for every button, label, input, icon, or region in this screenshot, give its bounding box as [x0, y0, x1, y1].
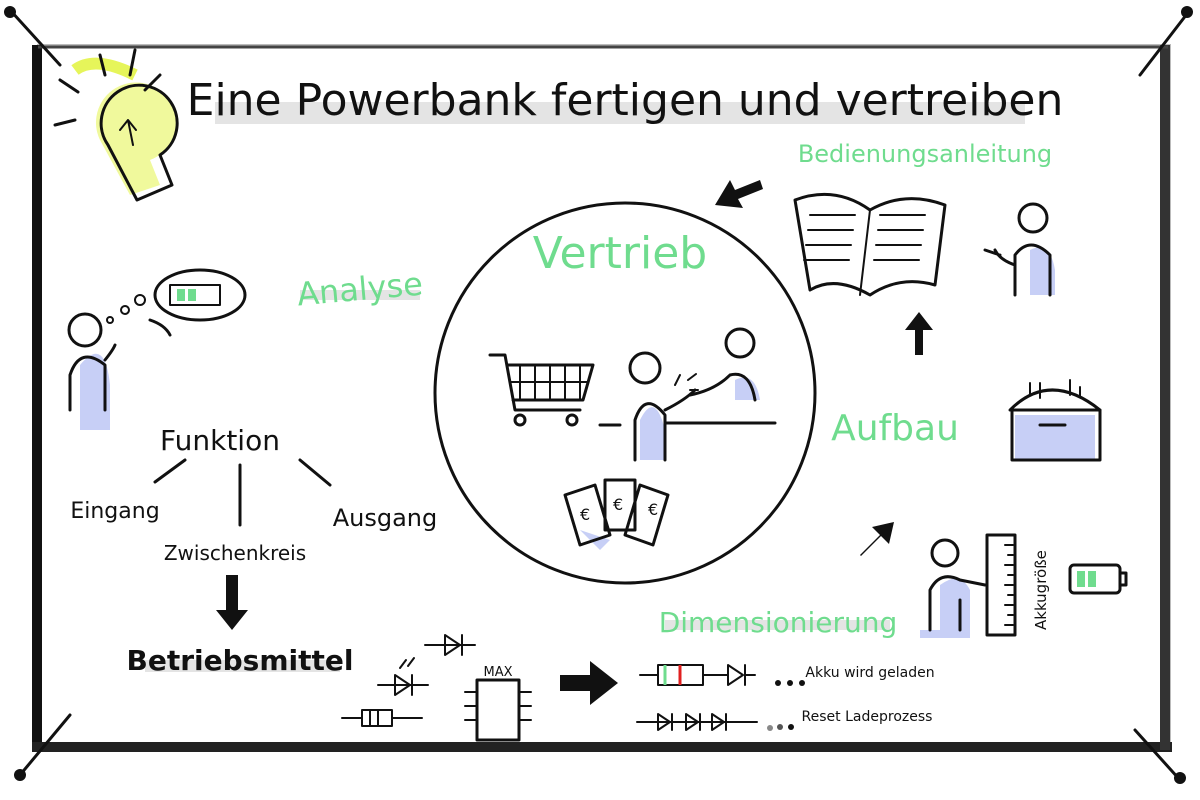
page-title: Eine Powerbank fertigen und vertreiben — [187, 75, 1064, 126]
label-bedienungsanleitung: Bedienungsanleitung — [798, 140, 1052, 168]
shopping-cart-icon — [488, 353, 595, 427]
thinking-person-icon — [67, 268, 247, 430]
label-dimensionierung: Dimensionierung — [659, 606, 898, 639]
resistor-led-circuit-icon — [639, 664, 805, 686]
sales-people-icon — [598, 327, 777, 462]
pin-icon — [4, 6, 62, 67]
open-book-icon — [793, 192, 947, 297]
pin-icon — [14, 713, 72, 781]
electronic-components-icon: MAX — [341, 634, 532, 742]
label-ausgang: Ausgang — [333, 504, 438, 532]
euro-icon: € — [613, 495, 623, 514]
pin-icon — [1138, 6, 1193, 77]
arrow-up-icon — [905, 312, 933, 355]
vertrieb-circle — [433, 201, 817, 585]
workbench-icon — [1008, 379, 1102, 462]
writing-person-icon — [983, 202, 1055, 297]
label-akkugroesse: Akkugröße — [1032, 550, 1050, 630]
label-max-chip: MAX — [483, 665, 512, 680]
label-akku-wird-geladen: Akku wird geladen — [805, 665, 934, 681]
label-reset-ladeprozess: Reset Ladeprozess — [802, 709, 933, 725]
euro-icon: € — [648, 500, 658, 519]
whiteboard-frame — [32, 44, 1172, 752]
label-funktion: Funktion — [160, 424, 280, 457]
label-aufbau: Aufbau — [831, 408, 959, 449]
battery-icon — [1068, 563, 1128, 595]
pin-icon — [1133, 728, 1186, 784]
label-betriebsmittel: Betriebsmittel — [127, 644, 354, 677]
corner-pins — [4, 6, 1193, 784]
arrow-up-right-icon — [860, 522, 894, 556]
label-eingang: Eingang — [70, 499, 159, 524]
person-with-ruler-icon: Akkugröße — [920, 533, 1050, 638]
euro-icon: € — [580, 505, 590, 524]
label-vertrieb: Vertrieb — [533, 228, 707, 279]
arrow-down-icon — [216, 575, 248, 630]
money-bills-icon: € € € — [563, 478, 670, 550]
label-zwischenkreis: Zwischenkreis — [164, 541, 306, 565]
arrow-right-icon — [560, 661, 618, 705]
arrow-left-curved-icon — [715, 180, 763, 208]
lightbulb-icon — [53, 48, 179, 202]
diode-chain-icon — [636, 713, 794, 731]
